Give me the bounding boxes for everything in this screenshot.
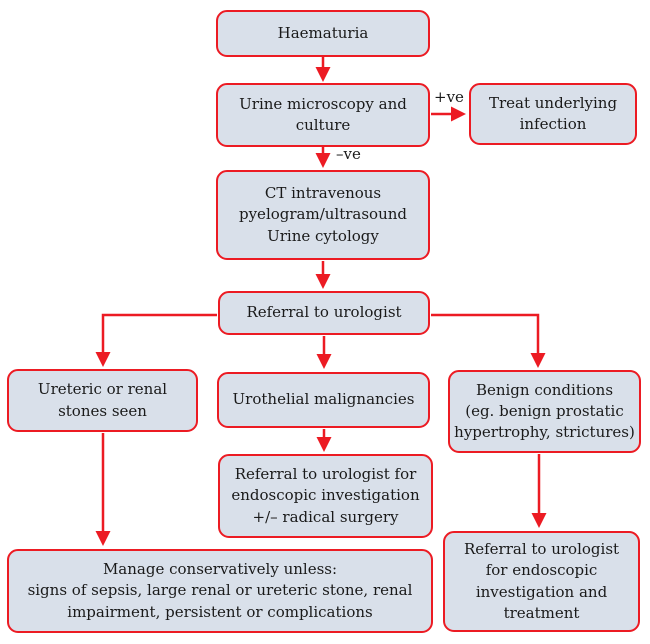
node-referral-endoscopic-surgery-label: Referral to urologist for endoscopic inv…	[231, 465, 420, 526]
node-ct-ivp: CT intravenous pyelogram/ultrasound Urin…	[216, 170, 430, 260]
node-treat-infection-label: Treat underlying infection	[488, 93, 618, 133]
node-urine-microscopy-label: Urine microscopy and culture	[239, 94, 407, 134]
node-haematuria-label: Haematuria	[277, 23, 369, 42]
node-haematuria: Haematuria	[216, 10, 430, 57]
edge-label-positive: +ve	[434, 88, 464, 106]
node-manage-conservatively: Manage conservatively unless: signs of s…	[7, 549, 433, 633]
node-referral-endoscopic-treatment-label: Referral to urologist for endoscopic inv…	[463, 539, 620, 622]
node-benign-conditions: Benign conditions (eg. benign prostatic …	[448, 370, 641, 453]
node-ureteric-stones: Ureteric or renal stones seen	[7, 369, 198, 432]
node-ureteric-stones-label: Ureteric or renal stones seen	[37, 380, 168, 420]
node-ct-ivp-label: CT intravenous pyelogram/ultrasound Urin…	[238, 184, 408, 245]
node-urothelial-malignancies: Urothelial malignancies	[217, 372, 430, 428]
edge-label-negative: –ve	[336, 145, 361, 163]
arrow-referral-to-benign	[431, 313, 546, 368]
node-referral-endoscopic-treatment: Referral to urologist for endoscopic inv…	[443, 531, 640, 632]
node-treat-infection: Treat underlying infection	[469, 83, 637, 145]
node-benign-conditions-label: Benign conditions (eg. benign prostatic …	[454, 380, 635, 442]
node-referral-endoscopic-surgery: Referral to urologist for endoscopic inv…	[218, 454, 433, 538]
arrow-referral-to-ureteric	[95, 313, 217, 367]
node-referral-urologist: Referral to urologist	[218, 291, 430, 335]
node-urothelial-malignancies-label: Urothelial malignancies	[232, 390, 415, 409]
node-urine-microscopy: Urine microscopy and culture	[216, 83, 430, 147]
node-manage-conservatively-label: Manage conservatively unless: signs of s…	[27, 560, 413, 621]
node-referral-urologist-label: Referral to urologist	[246, 303, 402, 322]
